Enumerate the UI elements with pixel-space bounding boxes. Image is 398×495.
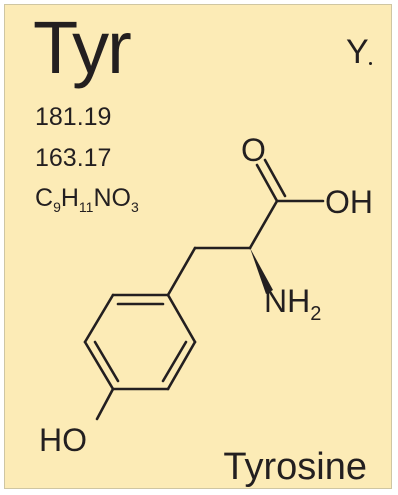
carbonyl-oxygen-label: O <box>241 132 266 168</box>
skeletal-structure: O OH NH2 HO <box>39 132 373 458</box>
amino-acid-name: Tyrosine <box>223 446 367 488</box>
bond-carbonyl-2 <box>263 158 287 198</box>
bond-carbonyl-1 <box>255 163 279 203</box>
amine-label: NH2 <box>264 283 321 325</box>
phenol-oh-label: HO <box>39 422 87 458</box>
formula-carbon: C <box>35 184 54 212</box>
formula-oxygen-count: 3 <box>130 199 139 215</box>
molecular-weight: 181.19 <box>35 103 112 131</box>
amine-nh: NH <box>264 283 310 319</box>
formula-hydrogen-count: 11 <box>78 199 94 215</box>
bond-ring-to-phenol-oxygen <box>95 387 115 421</box>
residue-weight: 163.17 <box>35 144 112 172</box>
chemical-formula: C9H11NO3 <box>35 184 139 215</box>
one-letter-code: Y <box>346 33 369 71</box>
bond-ring-to-ch2 <box>166 246 197 297</box>
ring-double-bond-left <box>93 340 120 383</box>
wedge-bond-to-amine <box>250 248 273 294</box>
amino-acid-card: Tyr Y 181.19 163.17 C9H11NO3 <box>4 4 392 489</box>
formula-nitrogen: N <box>93 184 112 212</box>
formula-oxygen: O <box>111 184 131 212</box>
ring-double-bond-bottom-right <box>161 340 188 383</box>
code-dot <box>369 62 372 65</box>
ring-bond-left-upper <box>83 293 115 344</box>
ring-bond-right-lower <box>166 340 197 391</box>
amino-acid-abbreviation: Tyr <box>33 6 132 89</box>
acid-oh-label: OH <box>325 184 373 220</box>
amine-subscript: 2 <box>310 303 321 325</box>
formula-hydrogen: H <box>60 184 79 212</box>
bond-alpha-to-carboxyl-carbon <box>248 199 279 250</box>
ring-bond-right-upper <box>166 293 197 344</box>
ring-bond-left-lower <box>83 340 115 391</box>
formula-carbon-count: 9 <box>53 199 61 215</box>
